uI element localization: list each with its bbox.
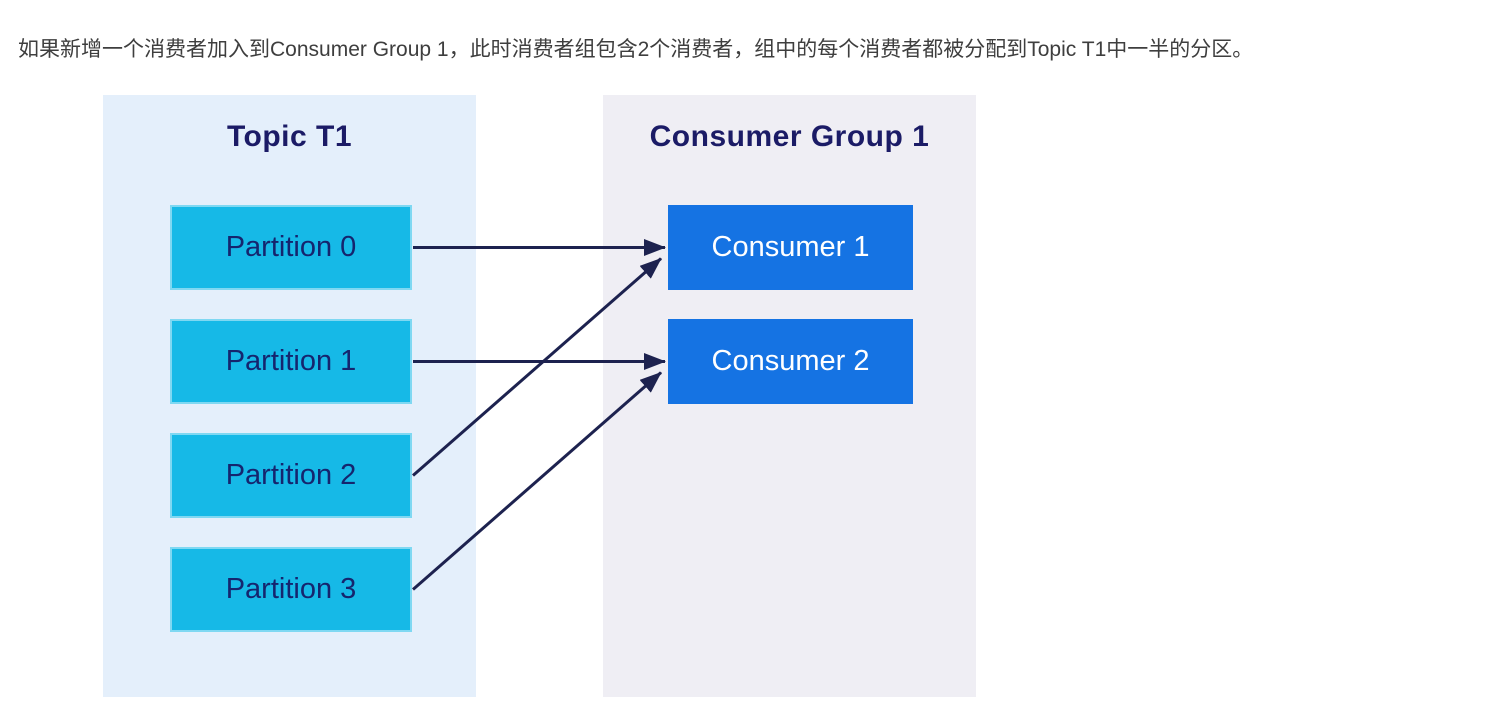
partition-node: Partition 2 <box>170 433 412 518</box>
consumer-group-panel: Consumer Group 1 <box>603 95 976 697</box>
topic-panel-title: Topic T1 <box>226 120 353 153</box>
consumer-node: Consumer 2 <box>668 319 913 404</box>
consumer-node: Consumer 1 <box>668 205 913 290</box>
partition-node: Partition 3 <box>170 547 412 632</box>
partition-node: Partition 0 <box>170 205 412 290</box>
consumer-group-panel-title: Consumer Group 1 <box>649 120 930 153</box>
partition-node: Partition 1 <box>170 319 412 404</box>
intro-text: 如果新增一个消费者加入到Consumer Group 1，此时消费者组包含2个消… <box>18 38 1254 61</box>
